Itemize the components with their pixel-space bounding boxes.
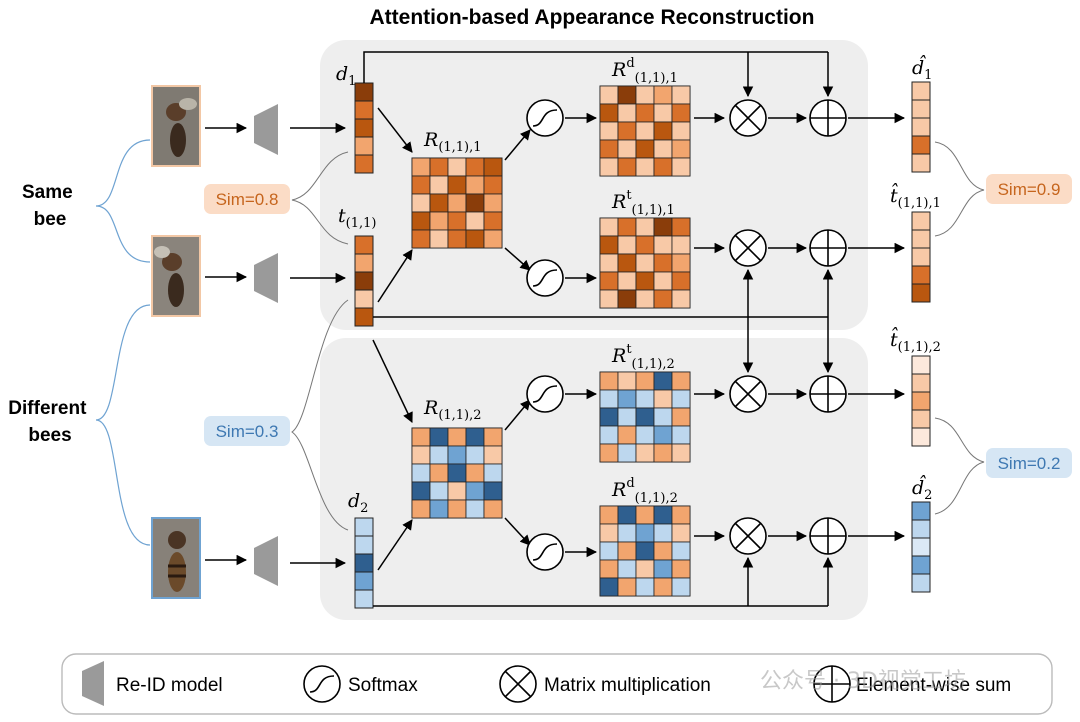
vector-d1 [354, 82, 374, 174]
label-d1-hat: d̂1 [912, 54, 932, 83]
vector-t11 [354, 235, 374, 327]
reid-model-icon [254, 104, 278, 155]
different-bees-panel [320, 338, 868, 620]
softmax-icon [303, 665, 341, 703]
arrow [372, 339, 413, 423]
element-wise-sum-icon [809, 99, 847, 137]
watermark-text: 公众号 · 3D视觉工坊 [760, 669, 966, 694]
matrix-Rt-2 [599, 371, 691, 463]
softmax-icon [526, 99, 564, 137]
sim-output-same-connector [934, 141, 985, 237]
label-d1: d1 [336, 63, 356, 89]
matrix-multiplication-icon [729, 517, 767, 555]
sim-input-different-badge [204, 416, 290, 446]
bee-image-2 [151, 235, 201, 317]
arrow [377, 107, 413, 153]
same-bee-brace [95, 139, 151, 263]
different-bees-label: Different bees [8, 398, 91, 446]
same-bee-label: Same bee [22, 182, 78, 230]
bee-image-1 [151, 85, 201, 167]
arrow [504, 129, 531, 161]
legend-sum-label: Element-wise sum [856, 675, 1011, 696]
label-R1: R(1,1),1 [423, 129, 482, 155]
arrow [377, 519, 413, 571]
label-Rd2: Rd(1,1),2 [611, 476, 678, 506]
label-Rt1: Rt(1,1),1 [611, 188, 675, 218]
vector-d2 [354, 517, 374, 609]
diagram-title: Attention-based Appearance Reconstructio… [370, 6, 815, 29]
skip-connection-d1 [363, 51, 828, 83]
matrix-multiplication-icon [499, 665, 537, 703]
label-t11-2-hat: t̂(1,1),2 [890, 326, 941, 355]
sim-input-same-text: Sim=0.8 [216, 190, 279, 209]
sim-output-same-badge [986, 174, 1072, 204]
sim-input-same-connector [291, 151, 349, 245]
legend-box [61, 653, 1053, 715]
matrix-multiplication-icon [729, 375, 767, 413]
sim-output-different-text: Sim=0.2 [998, 454, 1061, 473]
label-R2: R(1,1),2 [423, 397, 482, 423]
legend-softmax-label: Softmax [348, 675, 418, 696]
matrix-R-2 [411, 427, 503, 519]
reid-model-icon [254, 536, 278, 586]
matrix-Rt-1 [599, 217, 691, 309]
label-Rt2: Rt(1,1),2 [611, 342, 675, 372]
sim-output-different-connector [934, 417, 985, 515]
element-wise-sum-icon [809, 229, 847, 267]
softmax-icon [526, 533, 564, 571]
vector-t11-2-hat [911, 355, 931, 447]
label-t11: t(1,1) [338, 205, 376, 231]
label-t11-1-hat: t̂(1,1),1 [890, 182, 941, 211]
legend-matmul-label: Matrix multiplication [544, 675, 711, 696]
sim-output-same-text: Sim=0.9 [998, 180, 1061, 199]
softmax-icon [526, 259, 564, 297]
sim-output-different-badge [986, 448, 1072, 478]
legend-reid-label: Re-ID model [116, 675, 223, 696]
bee-image-3 [151, 517, 201, 599]
label-d2-hat: d̂2 [912, 474, 932, 503]
matrix-Rd-2 [599, 505, 691, 597]
sim-input-same-badge [204, 184, 290, 214]
vector-d2-hat [911, 501, 931, 593]
matrix-Rd-1 [599, 85, 691, 177]
label-d2: d2 [348, 490, 368, 516]
same-bee-panel [320, 40, 868, 330]
element-wise-sum-icon [809, 517, 847, 555]
reid-model-icon [82, 661, 104, 706]
arrow [504, 517, 531, 546]
different-bees-brace [95, 304, 151, 546]
matrix-multiplication-icon [729, 99, 767, 137]
vector-t11-1-hat [911, 211, 931, 303]
sim-input-different-connector [291, 299, 349, 531]
softmax-icon [526, 375, 564, 413]
reid-model-icon [254, 253, 278, 303]
matrix-R-1 [411, 157, 503, 249]
element-wise-sum-icon [809, 375, 847, 413]
vector-d1-hat [911, 81, 931, 173]
arrow [504, 399, 531, 431]
matrix-multiplication-icon [729, 229, 767, 267]
element-wise-sum-icon [813, 665, 851, 703]
label-Rd1: Rd(1,1),1 [611, 56, 678, 86]
sim-input-different-text: Sim=0.3 [216, 422, 279, 441]
arrow [504, 247, 531, 271]
arrow [377, 249, 413, 303]
